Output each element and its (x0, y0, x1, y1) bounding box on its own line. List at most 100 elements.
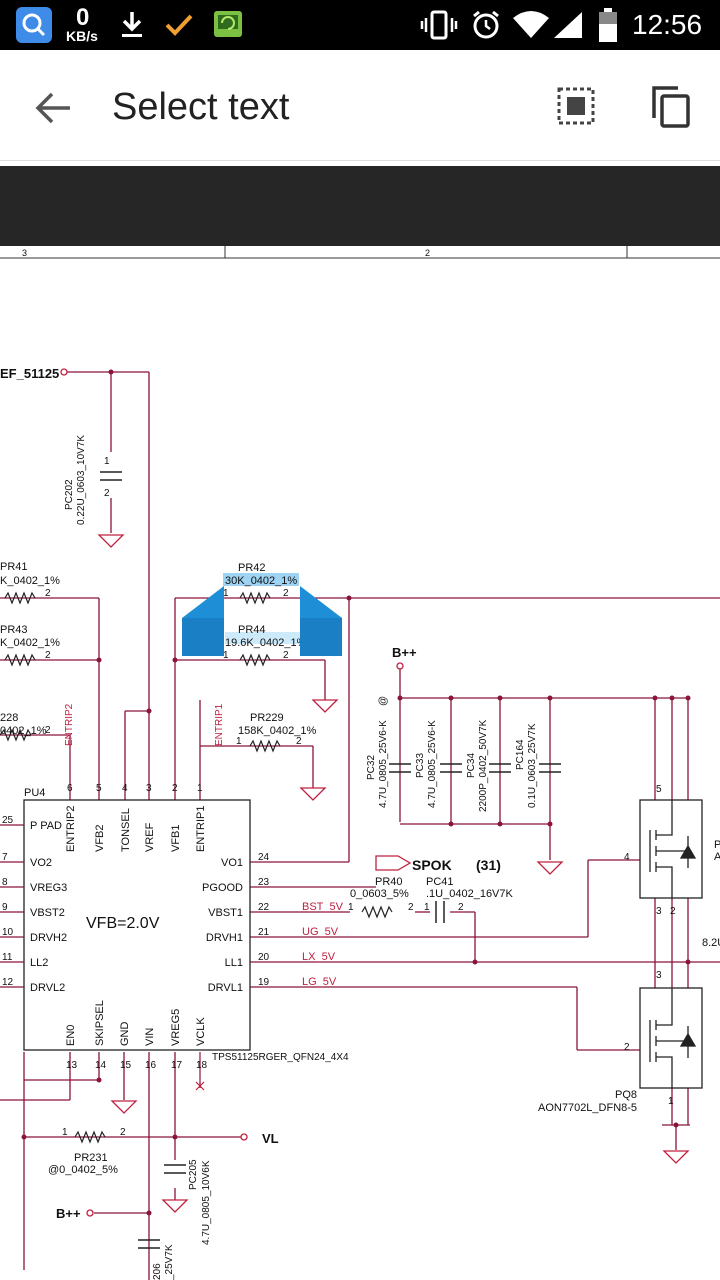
ic-pin-num-top-0: 6 (67, 783, 73, 794)
ic-pu4 (23, 799, 251, 1051)
pr44-label: PR44 (238, 624, 266, 636)
pr44-value: 19.6K_0402_1% (225, 637, 307, 649)
ic-pin-right-4: LL1 (225, 957, 243, 969)
svg-text:1: 1 (223, 650, 229, 661)
ic-pin-top-4: VFB1 (170, 824, 182, 852)
svg-text:1: 1 (223, 588, 229, 599)
partial-25v7k: _25V7K (164, 1244, 175, 1280)
svg-text:2: 2 (45, 588, 51, 599)
ic-pin-num-right-5: 19 (258, 977, 270, 988)
svg-text:2: 2 (45, 725, 51, 736)
sheet-column-2: 2 (425, 248, 430, 258)
pr42-label: PR42 (238, 562, 266, 574)
battery-app-icon (212, 9, 244, 44)
ic-pin-num-top-1: 5 (96, 783, 102, 794)
ic-pin-bottom-3: VIN (144, 1028, 156, 1046)
search-app-icon (16, 7, 52, 43)
partial-82u: 8.2U (702, 937, 720, 949)
capacitors (100, 471, 561, 1249)
ic-pin-top-1: VFB2 (94, 824, 106, 852)
pc32-label: PC32 (366, 755, 377, 780)
pr40-label: PR40 (375, 876, 403, 888)
svg-text:2: 2 (458, 902, 464, 913)
ic-pin-left-1: VO2 (30, 857, 52, 869)
svg-text:3: 3 (656, 906, 662, 917)
pc33-label: PC33 (415, 753, 426, 778)
svg-text:2: 2 (283, 650, 289, 661)
vl-label: VL (262, 1131, 279, 1146)
selection-handles[interactable] (182, 586, 342, 656)
svg-text:3: 3 (656, 970, 662, 981)
back-arrow-icon[interactable] (34, 88, 74, 128)
check-icon (164, 12, 194, 43)
ic-pin-left-6: DRVL2 (30, 982, 65, 994)
net-lg: LG_5V (302, 976, 337, 988)
pc41-value: .1U_0402_16V7K (426, 888, 514, 900)
pc41-label: PC41 (426, 876, 454, 888)
ic-pin-bottom-4: VREG5 (170, 1009, 182, 1046)
svg-text:2: 2 (120, 1127, 126, 1138)
pr229-label: PR229 (250, 712, 284, 724)
svg-text:2: 2 (296, 736, 302, 747)
pr40-value: 0_0603_5% (350, 888, 409, 900)
net-lx: LX_5V (302, 951, 336, 963)
entrip1-net: ENTRIP1 (214, 703, 225, 746)
spok-label: SPOK (412, 857, 452, 873)
pc32-value: 4.7U_0805_25V6-K (378, 720, 389, 808)
svg-text:4: 4 (624, 852, 630, 863)
ic-pin-right-5: DRVL1 (208, 982, 243, 994)
ic-pin-num-right-2: 22 (258, 902, 270, 913)
pr41-label: PR41 (0, 561, 28, 573)
signal-icon (552, 10, 584, 45)
ic-pin-left-0: P PAD (30, 820, 62, 832)
pr228-value: 0402_1% (0, 725, 47, 737)
app-bar (0, 50, 720, 161)
pr231-label: PR231 (74, 1152, 108, 1164)
pc164-value: 0.1U_0603_25V7K (527, 723, 538, 808)
ic-center-text: VFB=2.0V (86, 915, 160, 932)
ic-pin-num-left-5: 11 (2, 952, 13, 963)
ic-pin-bottom-2: GND (119, 1022, 131, 1047)
vibrate-icon (420, 10, 458, 45)
ic-pin-left-3: VBST2 (30, 907, 65, 919)
svg-text:5: 5 (656, 784, 662, 795)
pr42-value: 30K_0402_1% (225, 575, 297, 587)
ic-pins: ENTRIP26VFB25TONSEL4VREF3VFB12ENTRIP11P … (2, 783, 270, 1071)
junction-dots (21, 369, 691, 1216)
pc32-at: @ (378, 696, 389, 706)
battery-icon (598, 8, 618, 47)
ic-pin-num-bottom-4: 17 (171, 1060, 183, 1071)
pr229-value: 158K_0402_1% (238, 725, 317, 737)
ic-pin-num-left-1: 7 (2, 852, 8, 863)
pc205-value: 4.7U_0805_10V6K (201, 1160, 212, 1245)
ic-pin-num-bottom-5: 18 (196, 1060, 208, 1071)
pc202-label: PC202 (64, 479, 75, 510)
wifi-icon (512, 10, 550, 45)
svg-text:2: 2 (45, 650, 51, 661)
page-title: Select text (112, 86, 290, 128)
pc33-value: 4.7U_0805_25V6-K (427, 720, 438, 808)
ic-pin-bottom-5: VCLK (195, 1017, 207, 1046)
schematic-drawing[interactable]: 3 2 (0, 246, 720, 1280)
copy-icon[interactable] (650, 84, 694, 130)
ic-pin-num-left-4: 10 (2, 927, 14, 938)
ic-pin-num-bottom-3: 16 (145, 1060, 157, 1071)
ic-pin-top-2: TONSEL (120, 808, 132, 852)
mosfet-pq8 (639, 799, 703, 1089)
ic-pin-right-0: VO1 (221, 857, 243, 869)
download-icon (118, 10, 146, 45)
ic-pin-num-right-1: 23 (258, 877, 270, 888)
pr43-value: K_0402_1% (0, 637, 60, 649)
ic-pin-num-left-0: 25 (2, 815, 14, 826)
select-all-icon[interactable] (556, 86, 596, 126)
svg-text:2: 2 (283, 588, 289, 599)
ic-pin-bottom-0: EN0 (65, 1025, 77, 1046)
ic-pin-num-right-0: 24 (258, 852, 270, 863)
ic-pin-num-left-2: 8 (2, 877, 8, 888)
ic-pin-num-bottom-0: 13 (66, 1060, 78, 1071)
pq8-part: AON7702L_DFN8-5 (538, 1102, 637, 1114)
svg-text:1: 1 (62, 1127, 68, 1138)
ic-pin-num-right-4: 20 (258, 952, 270, 963)
ic-pin-num-top-2: 4 (122, 783, 128, 794)
ic-pin-right-2: VBST1 (208, 907, 243, 919)
